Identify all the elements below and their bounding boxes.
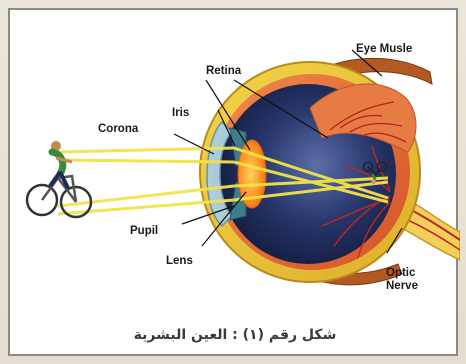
figure-frame: Eye Musle Retina Iris Corona Pupil Lens … (8, 8, 458, 356)
retina-label: Retina (206, 66, 241, 78)
corona-label: Corona (98, 124, 138, 136)
optic-nerve-label-line2: Nerve (386, 281, 418, 293)
figure-caption: شكل رقم (١) : العين البشرية (10, 327, 460, 343)
eye-muscle-label: Eye Musle (356, 44, 412, 56)
optic-nerve-label-line1: Optic (386, 268, 415, 280)
lens-label: Lens (166, 256, 193, 268)
iris-label: Iris (172, 108, 189, 120)
pupil-label: Pupil (130, 226, 158, 238)
